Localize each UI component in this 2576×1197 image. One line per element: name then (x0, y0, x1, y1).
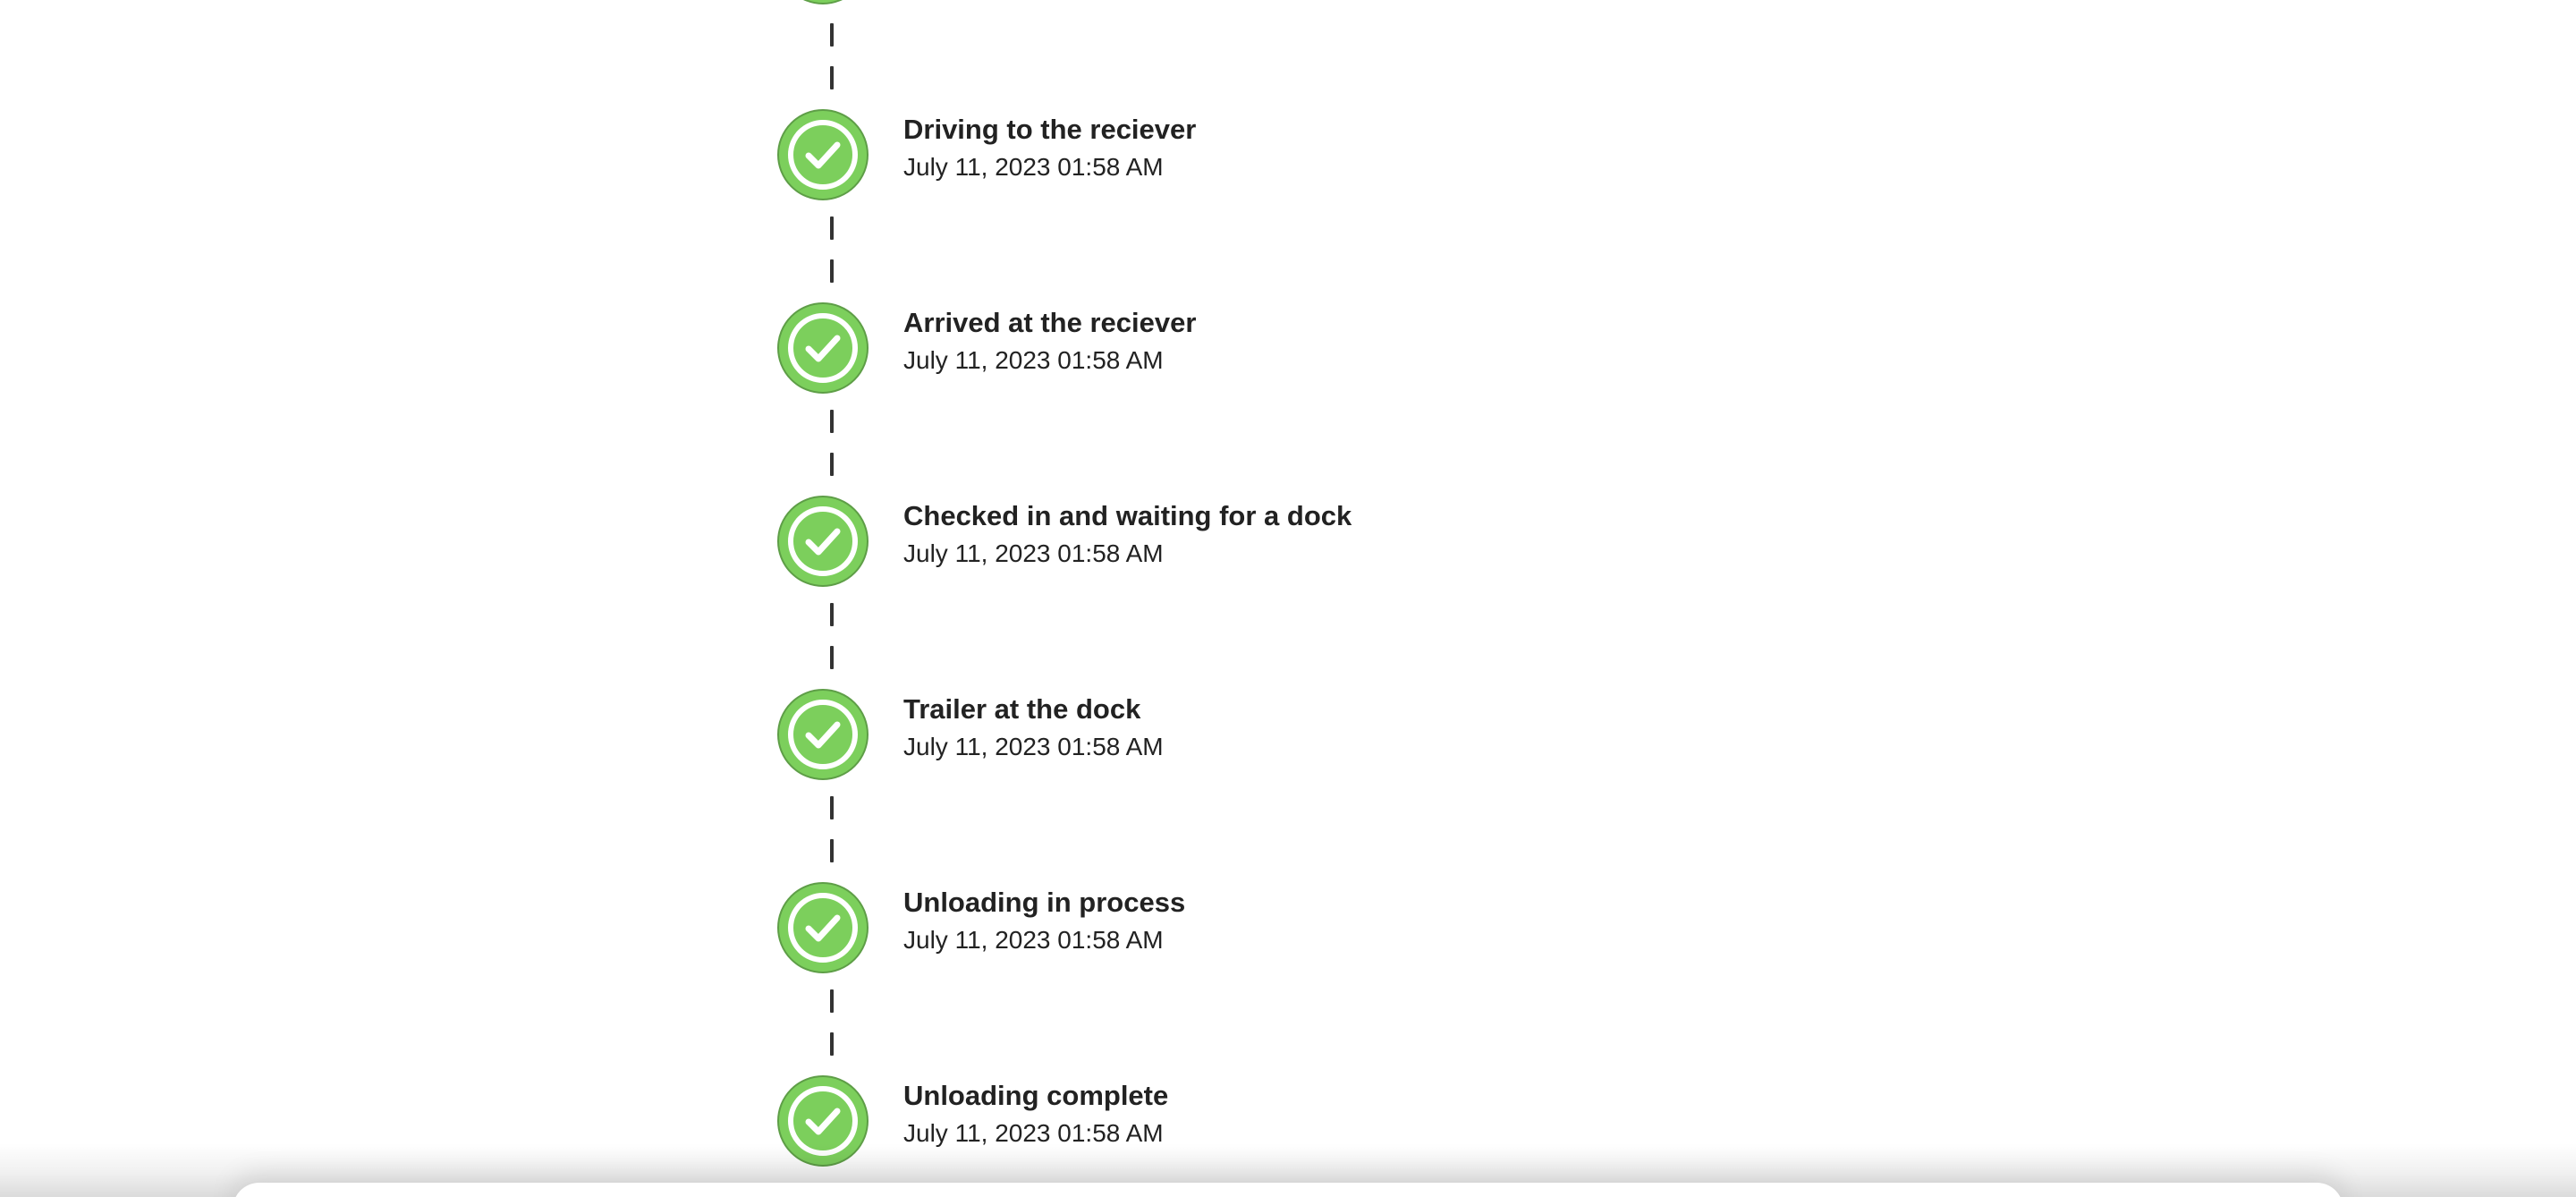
timeline-step: Unloading complete July 11, 2023 01:58 A… (776, 1074, 2029, 1167)
timeline-connector (830, 796, 834, 819)
timeline-connector (830, 989, 834, 1013)
timeline-connector (830, 66, 834, 89)
timeline-step-text: Driving to the reciever July 11, 2023 01… (903, 112, 1196, 183)
timeline-step: Driving to the reciever July 11, 2023 01… (776, 108, 2029, 201)
step-title: Driving to the reciever (903, 114, 1197, 145)
timeline-step: Arrived at the reciever July 11, 2023 01… (776, 301, 2029, 395)
check-circle-icon (776, 688, 869, 781)
step-title: Unloading in process (903, 887, 1186, 918)
timeline-connector (830, 646, 834, 669)
check-circle-icon (776, 0, 869, 5)
timeline-step: Checked in and waiting for a dock July 1… (776, 495, 2029, 588)
timeline-step-text: Unloading complete July 11, 2023 01:58 A… (903, 1078, 1168, 1150)
timeline-step: Trailer at the dock July 11, 2023 01:58 … (776, 688, 2029, 781)
step-title: Trailer at the dock (903, 693, 1141, 725)
check-circle-icon (776, 301, 869, 395)
check-circle-icon (776, 495, 869, 588)
timeline-connector (830, 453, 834, 476)
step-timestamp: July 11, 2023 01:58 AM (903, 926, 1164, 954)
step-timestamp: July 11, 2023 01:58 AM (903, 1119, 1164, 1147)
timeline-step-previous (776, 0, 2029, 5)
step-title: Checked in and waiting for a dock (903, 500, 1352, 531)
timeline-step-text: Arrived at the reciever July 11, 2023 01… (903, 305, 1196, 377)
step-title: Unloading complete (903, 1080, 1169, 1111)
timeline-connector (830, 603, 834, 626)
check-circle-icon (776, 881, 869, 974)
timeline-connector (830, 216, 834, 240)
check-circle-icon (776, 108, 869, 201)
timeline-connector (830, 1032, 834, 1056)
step-timestamp: July 11, 2023 01:58 AM (903, 153, 1164, 181)
timeline-step: Unloading in process July 11, 2023 01:58… (776, 881, 2029, 974)
step-title: Arrived at the reciever (903, 307, 1197, 338)
timeline-connector (830, 410, 834, 433)
timeline-step-text: Trailer at the dock July 11, 2023 01:58 … (903, 692, 1164, 763)
check-circle-icon (776, 1074, 869, 1167)
timeline-connector (830, 23, 834, 47)
step-timestamp: July 11, 2023 01:58 AM (903, 539, 1164, 567)
step-timestamp: July 11, 2023 01:58 AM (903, 733, 1164, 760)
timeline-step-text: Unloading in process July 11, 2023 01:58… (903, 885, 1185, 956)
timeline-connector (830, 839, 834, 862)
step-timestamp: July 11, 2023 01:58 AM (903, 346, 1164, 374)
bottom-sheet-edge (233, 1183, 2343, 1197)
timeline-connector (830, 259, 834, 283)
timeline-step-text: Checked in and waiting for a dock July 1… (903, 498, 1352, 570)
